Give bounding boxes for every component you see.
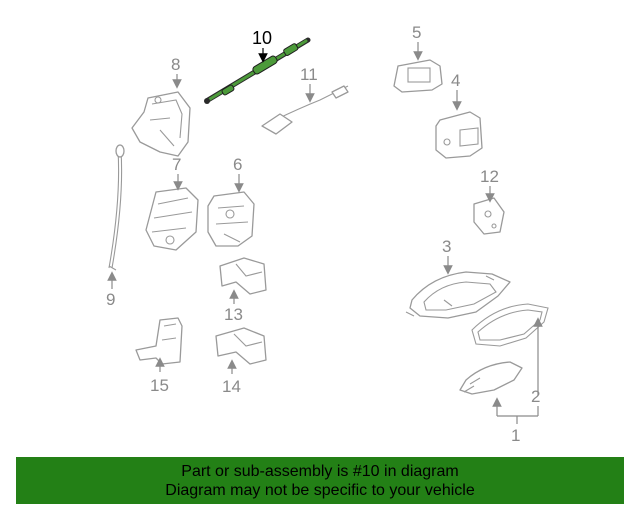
part-1-handle[interactable] [459, 361, 523, 395]
callout-3-group: 3 [442, 237, 453, 275]
callout-12-group: 12 [480, 167, 499, 203]
callout-6-group: 6 [233, 155, 244, 193]
callout-1-group: 1 [492, 397, 539, 445]
callout-15: 15 [150, 376, 169, 395]
callout-8: 8 [171, 55, 180, 74]
part-12-bracket[interactable] [473, 197, 505, 235]
callout-4: 4 [451, 71, 460, 90]
part-4-actuator[interactable] [435, 111, 483, 159]
callout-10-group: 10 [252, 28, 272, 63]
part-11-cable[interactable] [261, 85, 349, 135]
part-6-latch[interactable] [207, 191, 255, 247]
callout-13: 13 [224, 305, 243, 324]
part-14-clip[interactable] [215, 327, 267, 365]
part-5-handle[interactable] [393, 59, 443, 93]
part-9-rod[interactable] [108, 144, 125, 271]
callout-3: 3 [442, 237, 451, 256]
banner-line-1: Part or sub-assembly is #10 in diagram [181, 463, 459, 480]
callout-7: 7 [172, 155, 181, 174]
callout-8-group: 8 [171, 55, 182, 89]
banner-line-2: Diagram may not be specific to your vehi… [165, 482, 475, 499]
callout-9: 9 [106, 290, 115, 309]
callout-15-group: 15 [150, 357, 169, 395]
callout-14: 14 [222, 377, 241, 396]
part-8-bracket[interactable] [131, 91, 191, 157]
part-10-cable[interactable] [204, 37, 311, 104]
callout-5: 5 [412, 23, 421, 42]
callout-6: 6 [233, 155, 242, 174]
part-7-latch[interactable] [145, 187, 199, 251]
callout-2: 2 [531, 387, 540, 406]
info-banner: Part or sub-assembly is #10 in diagram D… [16, 457, 624, 504]
part-13-clip[interactable] [219, 257, 267, 295]
callout-9-group: 9 [106, 271, 117, 309]
parts-diagram: 10 8 11 5 4 [106, 23, 549, 445]
callout-1: 1 [511, 426, 520, 445]
callout-2-group: 2 [531, 317, 543, 406]
callout-12: 12 [480, 167, 499, 186]
callout-10: 10 [252, 28, 272, 48]
part-2-seal[interactable] [471, 303, 549, 347]
callout-14-group: 14 [222, 359, 241, 396]
callout-11: 11 [300, 65, 318, 84]
callout-5-group: 5 [412, 23, 423, 61]
part-3-handle-frame[interactable] [405, 271, 511, 319]
callout-4-group: 4 [451, 71, 462, 111]
callout-13-group: 13 [224, 289, 243, 324]
callout-7-group: 7 [172, 155, 183, 191]
callout-11-group: 11 [300, 65, 318, 103]
part-15-bracket[interactable] [135, 317, 183, 365]
